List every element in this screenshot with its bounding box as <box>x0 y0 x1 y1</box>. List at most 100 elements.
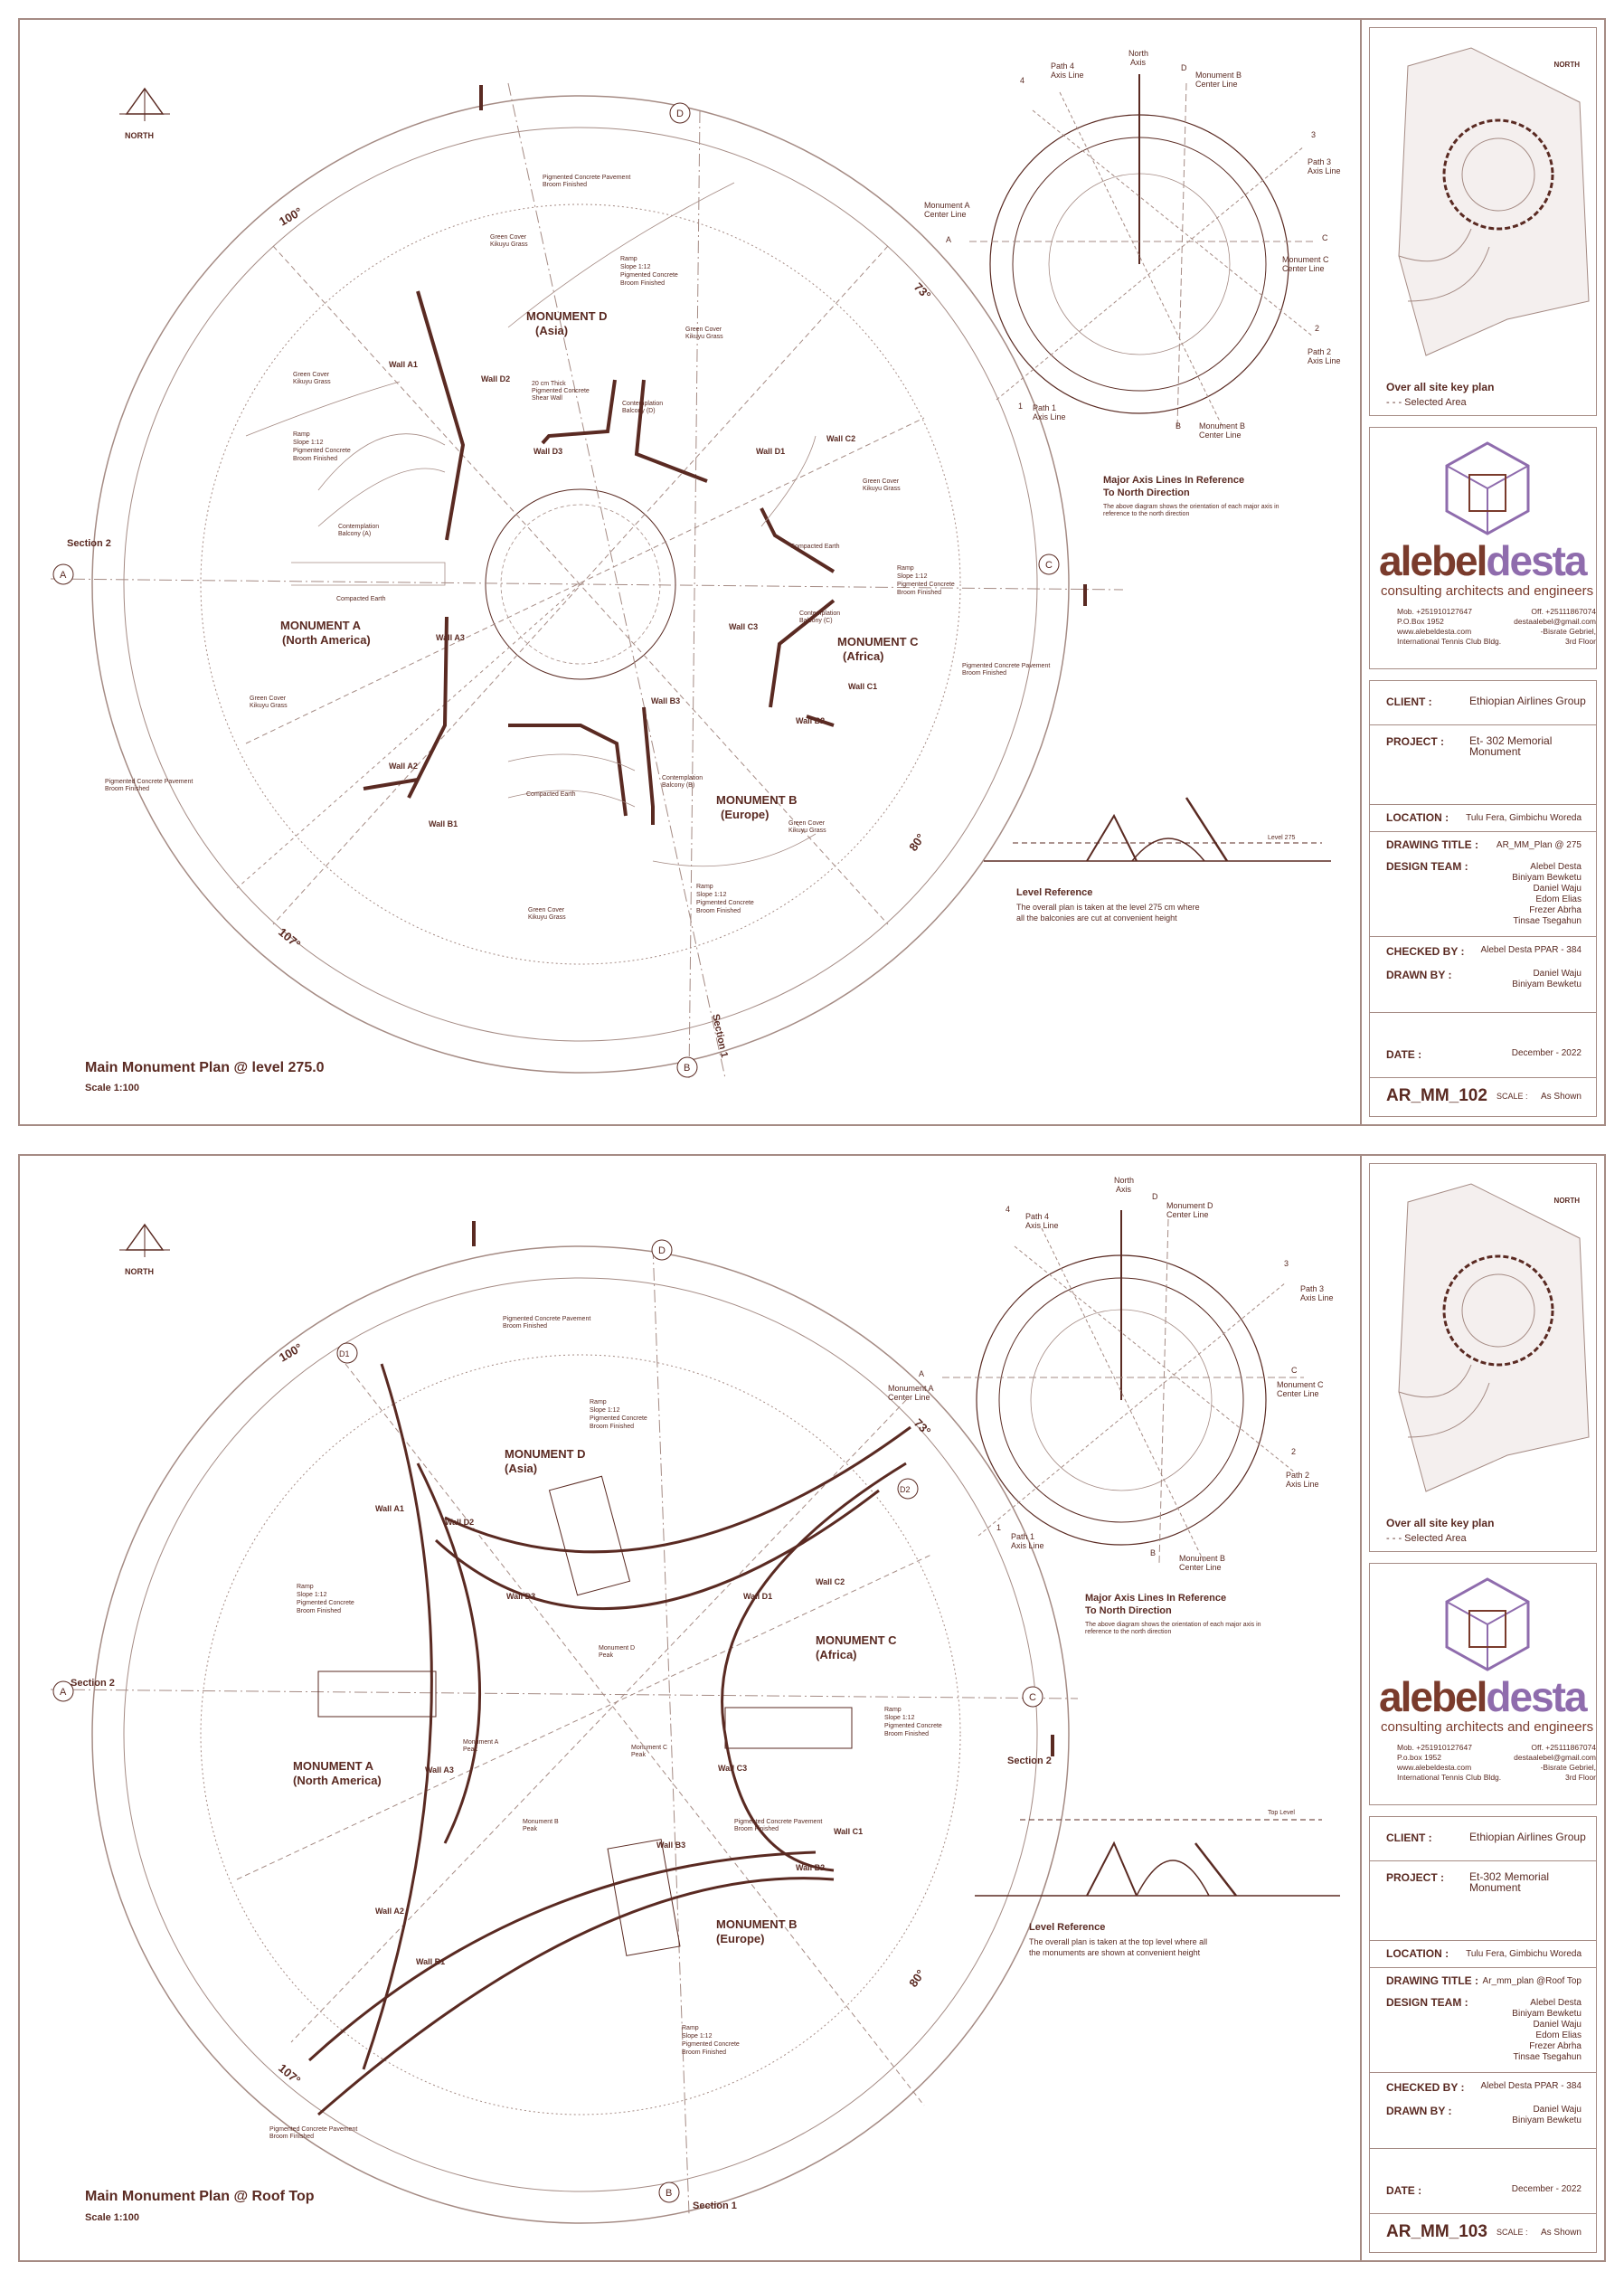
svg-text:Broom Finished: Broom Finished <box>962 670 1006 677</box>
svg-text:Pigmented Concrete Pavement: Pigmented Concrete Pavement <box>269 2126 357 2133</box>
north-label: NORTH <box>125 1267 154 1276</box>
svg-text:2: 2 <box>1315 324 1319 333</box>
svg-text:Broom Finished: Broom Finished <box>734 1826 779 1832</box>
svg-text:Path 3: Path 3 <box>1308 157 1331 166</box>
svg-text:Path 4: Path 4 <box>1051 62 1074 71</box>
monument-c-name: MONUMENT C <box>837 635 919 648</box>
plan-title: Main Monument Plan @ Roof Top <box>85 2189 315 2204</box>
svg-text:Balcony (B): Balcony (B) <box>662 782 694 789</box>
angle-73: 73° <box>911 280 934 303</box>
svg-text:Slope 1:12: Slope 1:12 <box>293 440 324 446</box>
svg-text:Monument A: Monument A <box>463 1739 499 1746</box>
key-plan-caption: Over all site key plan <box>1386 381 1495 393</box>
angle-107: 107° <box>276 925 303 951</box>
svg-text:B: B <box>1176 421 1181 431</box>
svg-text:D: D <box>1181 63 1187 72</box>
monument-d-region: (Asia) <box>505 1462 537 1475</box>
plaza-circle <box>200 203 961 965</box>
svg-text:Wall D1: Wall D1 <box>756 447 785 456</box>
axis-a-label: A <box>60 570 67 581</box>
svg-text:Monument C: Monument C <box>1282 255 1329 264</box>
svg-text:Ramp: Ramp <box>884 1707 902 1713</box>
svg-text:Green Cover: Green Cover <box>490 234 527 241</box>
svg-text:Compacted Earth: Compacted Earth <box>526 791 576 798</box>
svg-text:Monument B: Monument B <box>1199 421 1245 431</box>
plan-notes: Pigmented Concrete Pavement Broom Finish… <box>105 175 1050 921</box>
svg-text:Axis: Axis <box>1116 1185 1132 1194</box>
svg-text:A: A <box>919 1369 924 1378</box>
svg-text:Wall C3: Wall C3 <box>729 622 758 631</box>
monument-a-name: MONUMENT A <box>280 619 362 632</box>
svg-text:Kikuyu Grass: Kikuyu Grass <box>528 914 566 921</box>
svg-text:D: D <box>1152 1192 1158 1201</box>
svg-text:Pigmented Concrete: Pigmented Concrete <box>590 1415 647 1422</box>
level-desc-1: The overall plan is taken at the level 2… <box>1016 903 1200 912</box>
svg-text:Ramp: Ramp <box>696 884 713 890</box>
svg-text:Axis: Axis <box>1130 58 1147 67</box>
center-circle <box>485 488 676 680</box>
roof-plan-drawing: NORTH A C D B Secti <box>50 1176 1340 2224</box>
key-plan-drawing <box>1398 47 1590 356</box>
level-section-sketch <box>975 1819 1340 1897</box>
svg-text:Monument B: Monument B <box>1179 1554 1225 1563</box>
svg-text:Center Line: Center Line <box>1282 264 1325 273</box>
location-row: LOCATION : Tulu Fera, Gimbichu Woreda <box>1370 1940 1596 1968</box>
wall-labels: Wall A1 Wall A2 Wall A3 Wall B1 Wall B2 … <box>375 1504 863 1966</box>
svg-text:Contemplation: Contemplation <box>622 401 663 407</box>
section-2-label: Section 2 <box>71 1678 115 1689</box>
svg-text:Wall B2: Wall B2 <box>796 716 825 725</box>
svg-text:Center Line: Center Line <box>1166 1210 1209 1219</box>
svg-text:Broom Finished: Broom Finished <box>884 1731 929 1737</box>
key-plan-caption: Over all site key plan <box>1386 1517 1495 1529</box>
svg-text:Balcony (D): Balcony (D) <box>622 408 656 414</box>
svg-text:Wall B1: Wall B1 <box>429 819 458 828</box>
monument-c-name: MONUMENT C <box>816 1633 897 1647</box>
svg-text:Center Line: Center Line <box>888 1393 930 1402</box>
angle-80: 80° <box>906 831 928 854</box>
key-plan-drawing <box>1398 1183 1590 1492</box>
level-section-sketch <box>984 797 1331 862</box>
axis-c-label: C <box>1029 1692 1036 1703</box>
angle-73: 73° <box>911 1416 934 1439</box>
svg-text:Monument C: Monument C <box>631 1745 667 1751</box>
svg-text:Wall C1: Wall C1 <box>834 1827 863 1836</box>
monument-d-name: MONUMENT D <box>526 309 608 323</box>
svg-text:Kikuyu Grass: Kikuyu Grass <box>788 828 826 834</box>
svg-text:Broom Finished: Broom Finished <box>297 1608 341 1614</box>
svg-text:Ramp: Ramp <box>682 2025 699 2031</box>
axis-c-label: C <box>1045 560 1053 571</box>
level-heading: Level Reference <box>1016 887 1092 898</box>
svg-text:Monument A: Monument A <box>924 201 970 210</box>
svg-text:Peak: Peak <box>631 1752 646 1758</box>
date-row: DATE : December - 2022 <box>1370 1012 1596 1078</box>
level-label: Level 275 <box>1268 835 1295 841</box>
axis-diagram-desc-1: The above diagram shows the orientation … <box>1085 1622 1261 1628</box>
svg-text:Monument D: Monument D <box>1166 1201 1213 1210</box>
svg-text:Pigmented Concrete: Pigmented Concrete <box>884 1723 942 1729</box>
axis-d-label: D <box>658 1245 666 1256</box>
svg-text:1: 1 <box>996 1523 1001 1532</box>
monument-b-name: MONUMENT B <box>716 1917 798 1931</box>
svg-text:20 cm Thick: 20 cm Thick <box>532 381 566 387</box>
svg-text:Pigmented Concrete: Pigmented Concrete <box>897 582 955 588</box>
logo-wordmark: alebeldesta <box>1379 537 1588 584</box>
level-heading: Level Reference <box>1029 1922 1105 1933</box>
svg-text:Monument B: Monument B <box>523 1819 559 1825</box>
svg-text:Wall A2: Wall A2 <box>375 1907 404 1916</box>
svg-text:Center Line: Center Line <box>1179 1563 1222 1572</box>
svg-text:Kikuyu Grass: Kikuyu Grass <box>490 241 528 248</box>
monument-a-region: (North America) <box>293 1774 382 1787</box>
angle-107: 107° <box>276 2061 303 2087</box>
svg-text:Pigmented Concrete: Pigmented Concrete <box>620 272 678 279</box>
axis-diagram-labels: North Axis Path 4 Axis Line Monument D C… <box>888 1176 1334 1572</box>
monument-d-name: MONUMENT D <box>505 1447 586 1461</box>
svg-text:Path 2: Path 2 <box>1308 347 1331 356</box>
svg-text:3: 3 <box>1311 130 1316 139</box>
svg-text:Kikuyu Grass: Kikuyu Grass <box>685 334 723 340</box>
svg-text:Wall B3: Wall B3 <box>656 1841 685 1850</box>
location-row: LOCATION : Tulu Fera, Gimbichu Woreda <box>1370 804 1596 832</box>
svg-text:Wall B1: Wall B1 <box>416 1957 445 1966</box>
drawing-sheet-1: NORTH <box>18 18 1606 1126</box>
